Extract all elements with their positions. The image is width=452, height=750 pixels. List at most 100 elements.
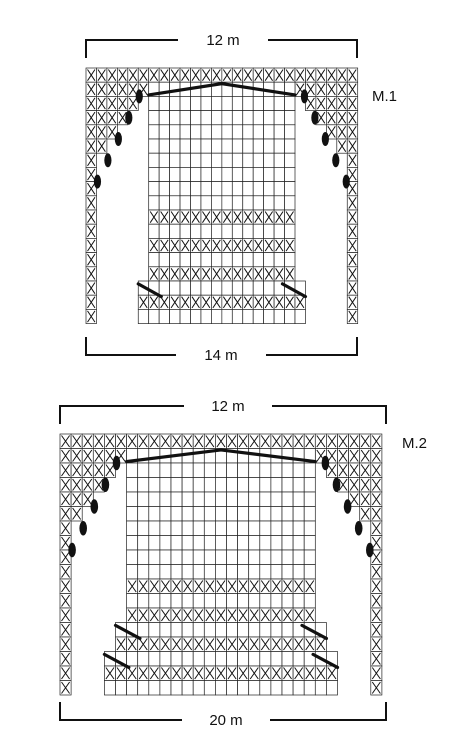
- chart-cell: [273, 96, 285, 111]
- cross-stitch-mark: [285, 239, 294, 252]
- chart-cell: [226, 462, 238, 478]
- cross-stitch-mark: [371, 652, 381, 665]
- chart-cell: [148, 520, 161, 536]
- chart-cell: [231, 181, 244, 197]
- cross-stitch-mark: [170, 69, 179, 81]
- chart-cell: [252, 96, 264, 111]
- chart-cell: [148, 181, 160, 197]
- cross-stitch-mark: [183, 609, 193, 622]
- cross-stitch-mark: [191, 69, 200, 81]
- cross-stitch-mark: [149, 268, 159, 280]
- cross-stitch-mark: [194, 667, 204, 680]
- cross-stitch-mark: [181, 296, 190, 309]
- chart-cell: [242, 252, 254, 268]
- chart-cell: [211, 181, 223, 197]
- chart-cell: [137, 651, 150, 667]
- chart-cell: [281, 477, 294, 493]
- chart-m1: 12 m 14 m M.1: [85, 32, 397, 364]
- chart-cell: [259, 491, 272, 507]
- cross-stitch-mark: [360, 464, 370, 477]
- cross-stitch-mark: [61, 536, 71, 549]
- cross-stitch-mark: [202, 239, 211, 252]
- m1-heavy-mark-left: [136, 282, 163, 299]
- chart-cell: [137, 477, 150, 493]
- chart-cell: [158, 195, 170, 211]
- cross-stitch-mark: [118, 111, 127, 124]
- chart-cell: [126, 520, 139, 536]
- cross-stitch-mark: [316, 667, 326, 680]
- chart-cell: [226, 622, 238, 638]
- chart-cell: [221, 195, 233, 211]
- chart-cell: [248, 680, 261, 696]
- cross-stitch-mark: [348, 154, 357, 167]
- cross-stitch-mark: [371, 507, 381, 520]
- chart-cell: [215, 622, 227, 638]
- chart-cell: [158, 280, 170, 296]
- chart-cell: [281, 535, 294, 551]
- cross-stitch-mark: [212, 239, 221, 252]
- chart-cell: [203, 535, 216, 551]
- cross-stitch-mark: [194, 580, 204, 593]
- cross-stitch-mark: [243, 239, 253, 252]
- cross-stitch-mark: [249, 609, 259, 622]
- cross-stitch-mark: [371, 551, 381, 564]
- chart-cell: [263, 167, 275, 182]
- cross-stitch-mark: [337, 126, 347, 138]
- cross-stitch-mark: [260, 609, 270, 622]
- chart-cell: [158, 124, 170, 140]
- oval-marker: [114, 132, 122, 146]
- chart-cell: [252, 252, 264, 268]
- cross-stitch-mark: [149, 239, 159, 252]
- cross-stitch-mark: [371, 536, 381, 549]
- chart-cell: [169, 195, 181, 211]
- chart-cell: [179, 167, 191, 182]
- chart-cell: [281, 622, 294, 638]
- chart-cell: [221, 252, 233, 268]
- cross-stitch-mark: [271, 667, 281, 680]
- chart-cell: [226, 549, 238, 565]
- cross-stitch-mark: [97, 69, 106, 81]
- chart-cell: [211, 309, 223, 324]
- chart-cell: [190, 96, 202, 111]
- chart-cell: [292, 491, 305, 507]
- cross-stitch-mark: [371, 667, 381, 680]
- chart-cell: [270, 520, 283, 536]
- chart-cell: [169, 280, 181, 296]
- cross-stitch-mark: [264, 268, 274, 280]
- cross-stitch-mark: [205, 609, 215, 622]
- cross-stitch-mark: [227, 667, 237, 680]
- chart-cell: [294, 309, 306, 324]
- chart-cell: [179, 138, 191, 154]
- cross-stitch-mark: [172, 435, 182, 448]
- cross-stitch-mark: [183, 667, 193, 680]
- cross-stitch-mark: [202, 296, 211, 309]
- chart-cell: [215, 477, 227, 493]
- cross-stitch-mark: [306, 69, 315, 81]
- chart-cell: [200, 252, 212, 268]
- cross-stitch-mark: [87, 253, 96, 266]
- cross-stitch-mark: [61, 435, 71, 448]
- chart-cell: [181, 535, 194, 551]
- chart-cell: [284, 138, 296, 154]
- chart-cell: [159, 520, 172, 536]
- chart-cell: [273, 167, 285, 182]
- chart-cell: [259, 462, 272, 478]
- oval-marker: [90, 499, 99, 514]
- cross-stitch-mark: [87, 197, 96, 209]
- cross-stitch-mark: [94, 478, 104, 491]
- chart-cell: [170, 491, 183, 507]
- cross-stitch-mark: [348, 197, 357, 209]
- cross-stitch-mark: [254, 296, 263, 309]
- chart-cell: [203, 651, 216, 667]
- chart-cell: [200, 110, 212, 126]
- cross-stitch-mark: [116, 435, 126, 448]
- cross-stitch-mark: [294, 609, 304, 622]
- cross-stitch-mark: [149, 667, 159, 680]
- cross-stitch-mark: [275, 211, 284, 223]
- chart-cell: [237, 549, 250, 565]
- cross-stitch-mark: [118, 83, 127, 96]
- chart-cell: [259, 564, 272, 580]
- cross-stitch-mark: [107, 97, 117, 110]
- chart-cell: [192, 491, 205, 507]
